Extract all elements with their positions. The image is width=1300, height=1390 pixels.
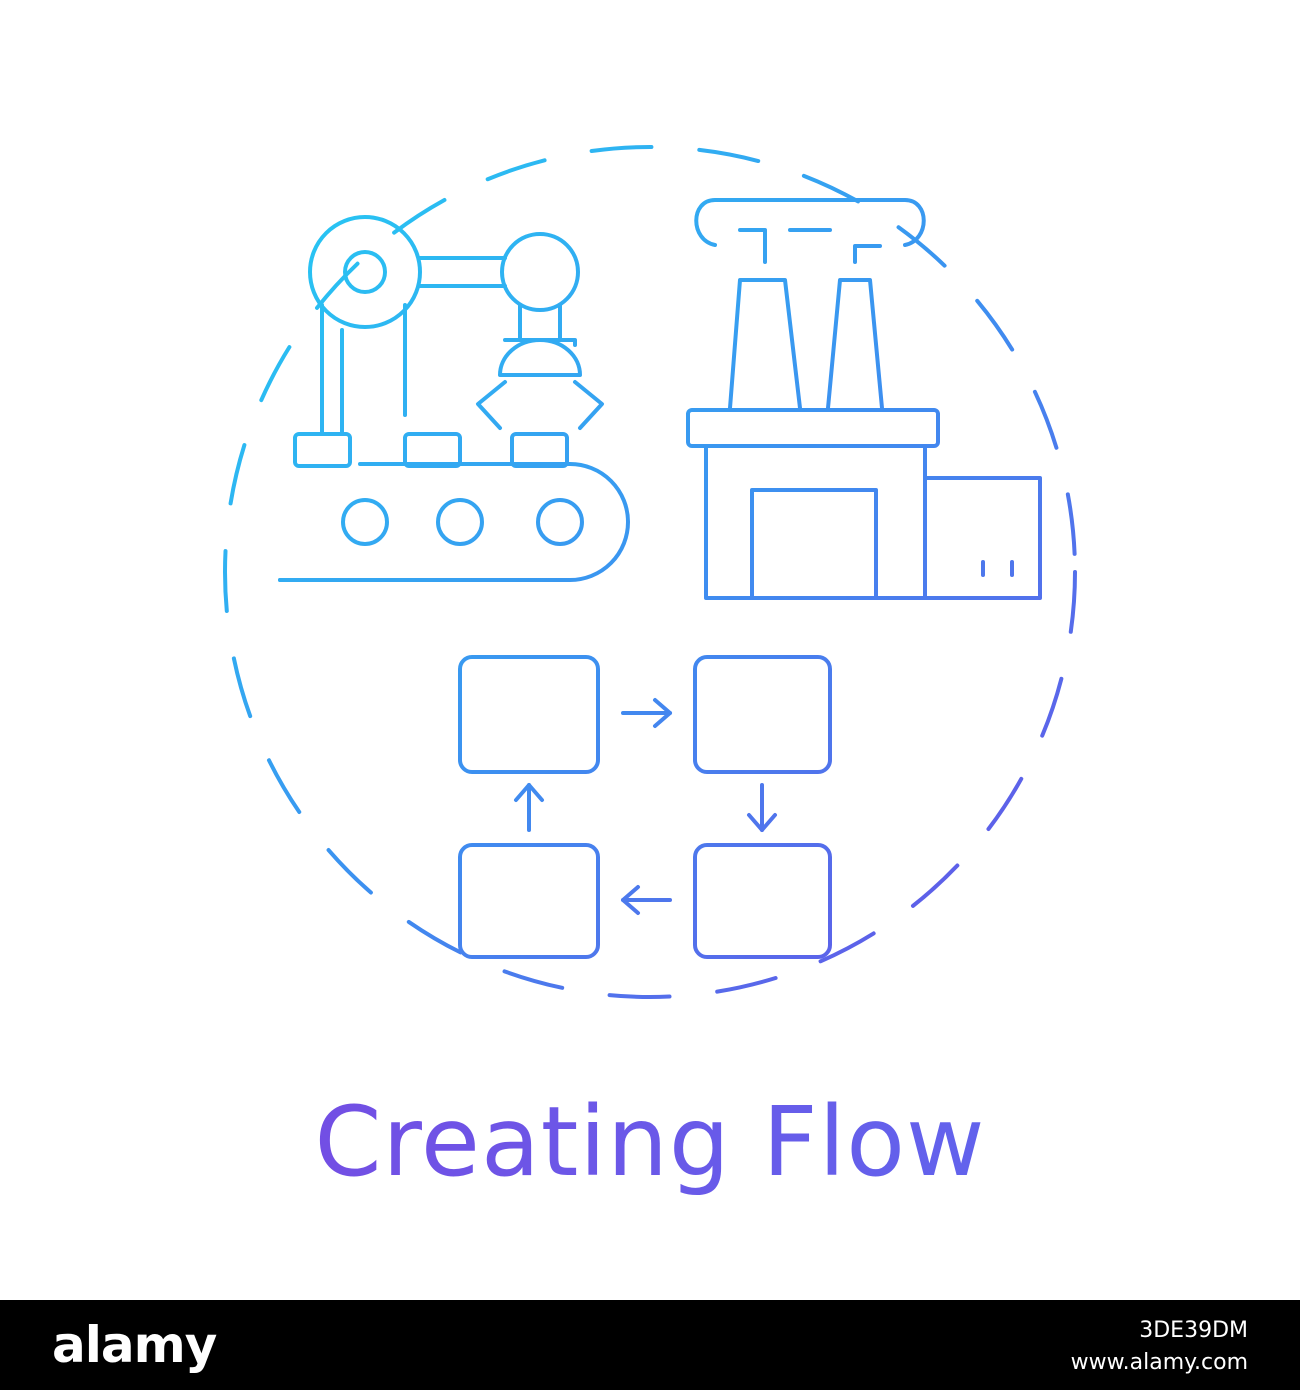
brand-logo: alamy <box>52 1316 217 1374</box>
caption-title: Creating Flow <box>0 1089 1300 1196</box>
illustration <box>223 145 1077 999</box>
image-id: 3DE39DM <box>1139 1318 1248 1343</box>
process-flow-icon <box>458 655 832 959</box>
dashed-circle-frame <box>223 145 1077 999</box>
factory-icon <box>686 198 1042 600</box>
footer-bar <box>0 1300 1300 1390</box>
robotic-arm-conveyor-icon <box>278 215 630 582</box>
site-url: www.alamy.com <box>1070 1350 1248 1375</box>
